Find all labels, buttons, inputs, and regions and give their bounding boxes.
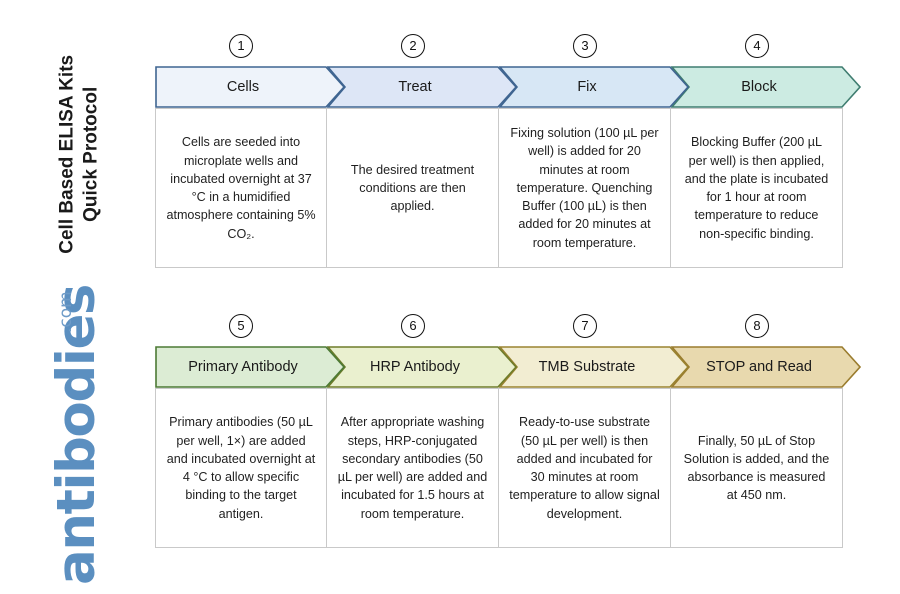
chevron-shape (499, 346, 689, 388)
step-number-badge: 1 (229, 34, 253, 58)
protocol-step-description-text: Blocking Buffer (200 µL per well) is the… (684, 135, 829, 241)
page-title-text: Cell Based ELISA Kits Quick Protocol (56, 54, 102, 254)
protocol-step-description-card: Primary antibodies (50 µL per well, 1×) … (155, 388, 327, 548)
chevron-shape (671, 66, 861, 108)
page-title: Cell Based ELISA Kits Quick Protocol (0, 0, 160, 300)
step-number-badge: 3 (573, 34, 597, 58)
protocol-step-description-text: The desired treatment conditions are the… (350, 162, 475, 214)
protocol-step-description-text: Cells are seeded into microplate wells a… (166, 135, 316, 241)
step-number-badge: 8 (745, 314, 769, 338)
protocol-step-description-card: Cells are seeded into microplate wells a… (155, 108, 327, 268)
protocol-step-label: Fix (577, 79, 597, 95)
protocol-row-1: 1 2 3 4 Cells Treat Fix Block Cells are seeded… (155, 32, 861, 268)
protocol-step-description-card: Blocking Buffer (200 µL per well) is the… (671, 108, 843, 268)
protocol-step-chevron[interactable]: HRP Antibody (327, 346, 517, 388)
protocol-step-description-card: The desired treatment conditions are the… (327, 108, 499, 268)
step-number-strip-1: 1 2 3 4 (155, 32, 845, 62)
step-number-badge: 6 (401, 314, 425, 338)
protocol-step-label: Treat (398, 79, 432, 95)
chevron-shape (155, 66, 345, 108)
protocol-step-description-card: Fixing solution (100 µL per well) is add… (499, 108, 671, 268)
protocol-step-chevron[interactable]: Treat (327, 66, 517, 108)
protocol-step-description-text: Finally, 50 µL of Stop Solution is added… (683, 433, 830, 503)
brand-logo: antibodies .com (35, 285, 107, 585)
protocol-step-label: HRP Antibody (369, 359, 460, 375)
body-card-strip-1: Cells are seeded into microplate wells a… (155, 108, 845, 268)
protocol-step-description-text: After appropriate washing steps, HRP-con… (337, 415, 488, 521)
chevron-shape (327, 66, 517, 108)
protocol-step-label: Cells (226, 79, 260, 95)
protocol-step-chevron[interactable]: Block (671, 66, 861, 108)
protocol-step-chevron[interactable]: STOP and Read (671, 346, 861, 388)
chevron-strip-1: Cells Treat Fix Block (155, 66, 861, 108)
protocol-step-chevron[interactable]: Cells (155, 66, 345, 108)
protocol-step-description-card: Ready-to-use substrate (50 µL per well) … (499, 388, 671, 548)
protocol-step-label: STOP and Read (706, 359, 812, 375)
protocol-step-description-text: Ready-to-use substrate (50 µL per well) … (509, 415, 660, 521)
protocol-row-2: 5 6 7 8 Primary Antibody HRP Antibody TMB Sub… (155, 312, 861, 548)
protocol-step-chevron[interactable]: Fix (499, 66, 689, 108)
brand-logo-tld: .com (56, 291, 76, 333)
step-number-badge: 4 (745, 34, 769, 58)
chevron-strip-2: Primary Antibody HRP Antibody TMB Substrat… (155, 346, 861, 388)
chevron-shape (327, 346, 517, 388)
chevron-shape (671, 346, 861, 388)
step-number-badge: 7 (573, 314, 597, 338)
protocol-step-chevron[interactable]: TMB Substrate (499, 346, 689, 388)
protocol-step-description-text: Fixing solution (100 µL per well) is add… (510, 126, 659, 250)
step-number-strip-2: 5 6 7 8 (155, 312, 845, 342)
protocol-step-description-text: Primary antibodies (50 µL per well, 1×) … (166, 415, 316, 521)
protocol-step-description-card: After appropriate washing steps, HRP-con… (327, 388, 499, 548)
body-card-strip-2: Primary antibodies (50 µL per well, 1×) … (155, 388, 845, 548)
protocol-step-label: Block (741, 79, 777, 95)
protocol-step-label: Primary Antibody (188, 359, 298, 375)
chevron-shape (155, 346, 345, 388)
protocol-step-label: TMB Substrate (538, 359, 636, 375)
protocol-step-description-card: Finally, 50 µL of Stop Solution is added… (671, 388, 843, 548)
step-number-badge: 5 (229, 314, 253, 338)
step-number-badge: 2 (401, 34, 425, 58)
chevron-shape (499, 66, 689, 108)
protocol-step-chevron[interactable]: Primary Antibody (155, 346, 345, 388)
